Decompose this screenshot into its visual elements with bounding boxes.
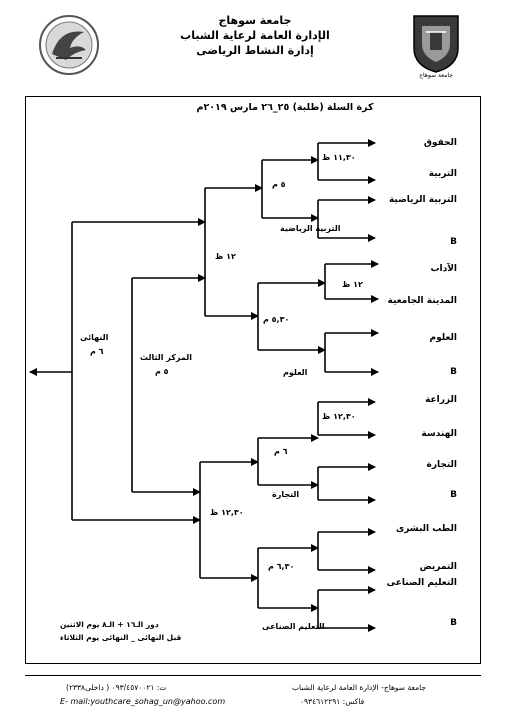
match-time: ٥ م [272, 180, 286, 189]
team-agriculture: الزراعة [425, 395, 457, 405]
university-name: جامعة سوهاج [218, 14, 292, 27]
match-time: ٦ م [274, 447, 288, 456]
winner-label: التربية الرياضية [280, 224, 341, 233]
team-engineering: الهندسة [421, 429, 457, 439]
team-bye: B [450, 237, 457, 247]
winner-label: التعليم الصناعى [262, 622, 325, 631]
third-place-time: ٥ م [155, 367, 169, 376]
team-physical-education: التربية الرياضية [388, 195, 457, 205]
team-bye: B [450, 367, 457, 377]
team-arts: الآداب [430, 264, 457, 274]
match-time: ١٢,٣٠ ظ [210, 508, 244, 517]
team-commerce: التجارة [426, 460, 458, 470]
footer-fax: فاكس: ٠٩٣٤٦١٢٢٩١ [300, 697, 365, 706]
third-place-label: المركز الثالث [140, 353, 192, 362]
team-bye: B [450, 618, 457, 628]
university-logo [413, 15, 459, 73]
footer-email: E- mail:youthcare_sohag_un@yahoo.com [60, 697, 226, 706]
team-university-city: المدينة الجامعية [387, 296, 457, 306]
team-nursing: التمريض [419, 562, 457, 572]
team-medicine: الطب البشرى [395, 524, 457, 534]
match-time: ١٢,٣٠ ظ [322, 412, 356, 421]
university-logo-caption: جامعة سوهاج [419, 72, 453, 79]
match-time: ١٢ ظ [215, 252, 236, 261]
team-law: الحقوق [423, 138, 457, 148]
match-time: ١١,٣٠ ظ [322, 153, 356, 162]
schedule-note-1: دور الـ١٦ + الـ٨ يوم الاثنين [60, 620, 159, 629]
final-time: ٦ م [90, 347, 104, 356]
department-name: الإدارة العامة لرعاية الشباب [180, 29, 330, 42]
team-industrial-education: التعليم الصناعى [386, 578, 457, 588]
match-time: ٦,٣٠ م [268, 562, 295, 571]
match-time: ١٢ ظ [342, 280, 363, 289]
footer-divider [25, 675, 481, 676]
letterhead: جامعة سوهاج الإدارة العامة لرعاية الشباب… [0, 0, 506, 88]
team-science: العلوم [429, 333, 457, 343]
footer-org: جامعة سوهاج- الإدارة العامة لرعاية الشبا… [292, 683, 427, 692]
team-education: التربية [428, 169, 457, 179]
youth-care-logo [39, 15, 99, 75]
team-bye: B [450, 490, 457, 500]
schedule-note-2: قبل النهائى _ النهائى يوم الثلاثاء [60, 633, 182, 642]
sub-department-name: إدارة النشاط الرياضى [196, 44, 314, 57]
footer-phone: ت: ٠٩٣/٤٥٧٠٠٢١ ( داخلى٢٣٣٨) [66, 683, 167, 692]
winner-label: التجارة [272, 490, 300, 499]
bracket-frame [25, 96, 481, 664]
match-time: ٥,٣٠ م [263, 315, 290, 324]
winner-label: العلوم [283, 368, 308, 377]
final-label: النهائى [80, 333, 109, 342]
tournament-title: كرة السلة (طلبة) ٢٥_٢٦ مارس ٢٠١٩م [196, 102, 374, 113]
